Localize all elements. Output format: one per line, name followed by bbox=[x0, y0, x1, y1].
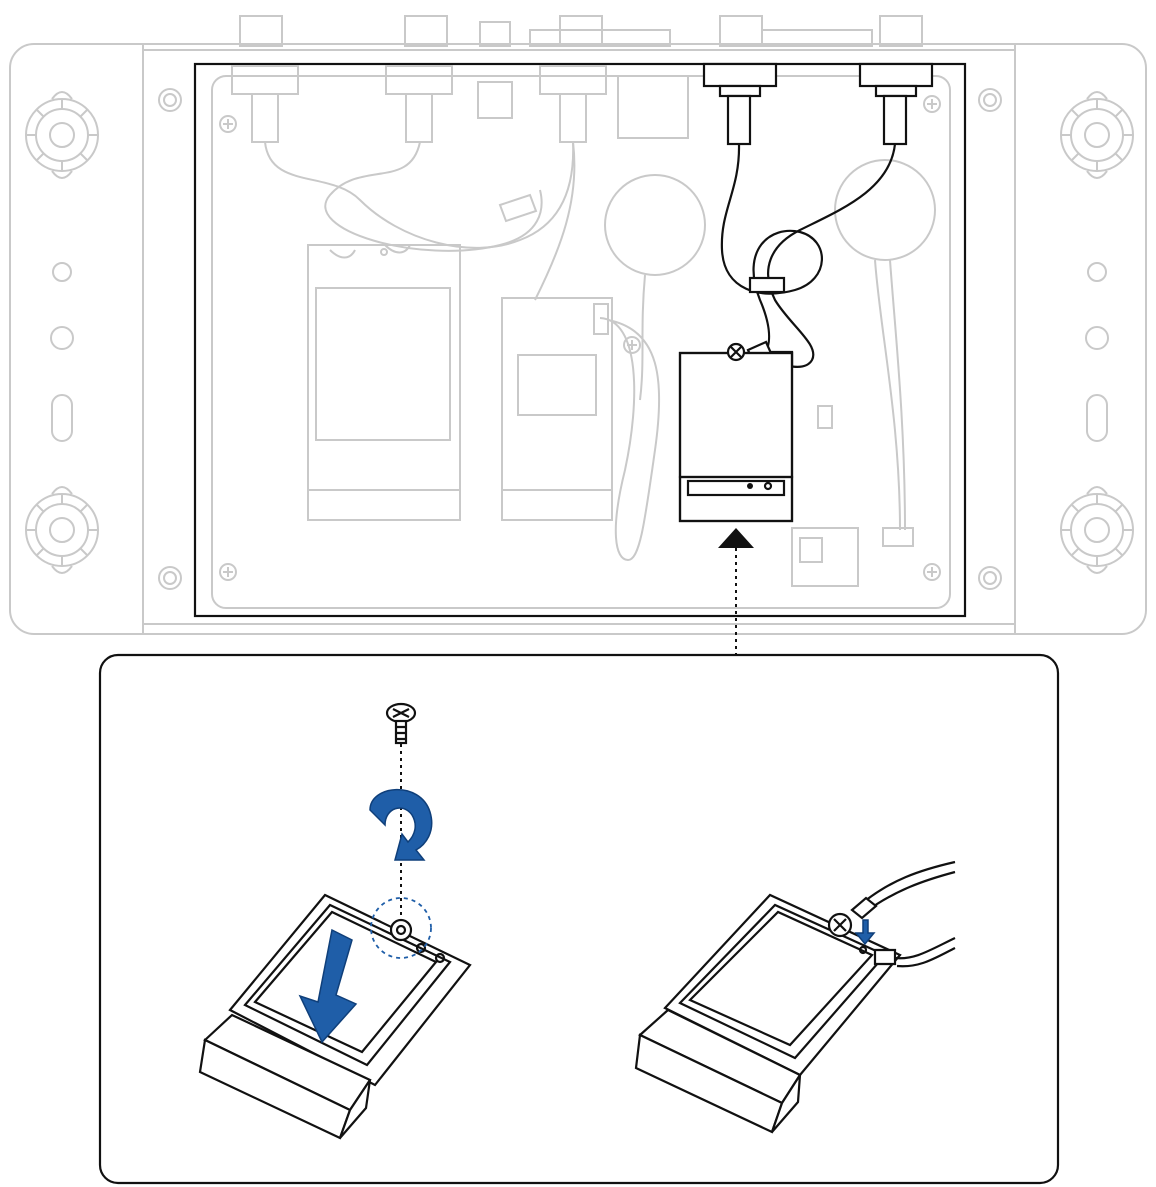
motherboard-interior bbox=[211, 65, 951, 609]
step-connect-antennas bbox=[634, 860, 956, 1134]
wireless-antenna-cables bbox=[702, 62, 934, 370]
mounting-knob-icon bbox=[1060, 91, 1134, 179]
device-chassis bbox=[9, 15, 1147, 635]
detail-callout-panel bbox=[98, 653, 1060, 1185]
mounting-knob-icon bbox=[25, 91, 99, 179]
mounting-knob-icon bbox=[1060, 486, 1134, 574]
rear-connectors bbox=[239, 15, 923, 47]
left-mounting-ear bbox=[25, 91, 99, 574]
storage-card-slot bbox=[307, 244, 461, 521]
wireless-card-slot bbox=[678, 342, 794, 523]
pointer-arrow-icon bbox=[718, 528, 754, 655]
card-screw-icon bbox=[827, 912, 853, 938]
rotate-arrow-icon bbox=[369, 788, 433, 861]
mounting-knob-icon bbox=[25, 486, 99, 574]
screw-icon bbox=[385, 702, 417, 745]
step-insert-card bbox=[198, 702, 472, 1140]
chassis-outline bbox=[9, 43, 1147, 635]
interior-highlight-frame bbox=[193, 62, 967, 618]
right-mounting-ear bbox=[1060, 91, 1134, 574]
sim-card-slot bbox=[791, 527, 859, 587]
card-screw-icon bbox=[726, 342, 746, 362]
insert-arrow-icon bbox=[298, 928, 358, 1044]
press-arrow-icon bbox=[854, 919, 876, 946]
